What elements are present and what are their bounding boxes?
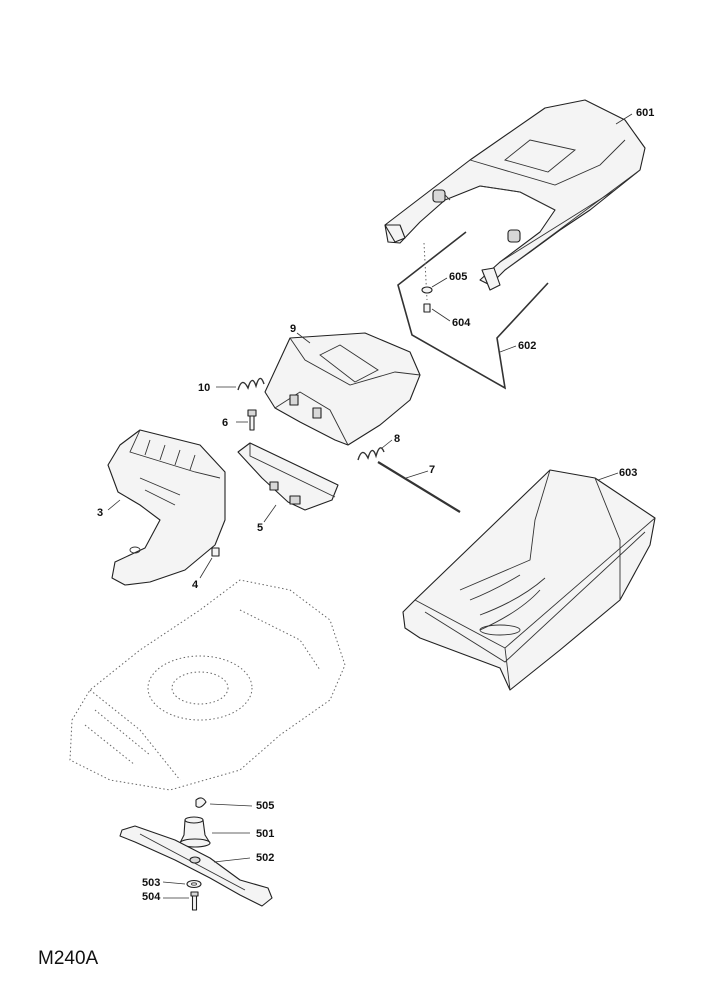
part-4-screw xyxy=(211,547,220,557)
part-601-grassbox-cover xyxy=(384,99,646,291)
callout-604: 604 xyxy=(452,317,471,329)
part-501-blade-adapter xyxy=(179,816,211,848)
callout-5: 5 xyxy=(257,522,263,534)
part-5-bracket xyxy=(237,442,339,511)
part-6-bolt xyxy=(247,409,257,431)
callout-8: 8 xyxy=(394,433,400,445)
callout-603: 603 xyxy=(619,467,637,479)
callout-10: 10 xyxy=(198,382,210,394)
part-504-bolt xyxy=(190,891,199,911)
part-3-rear-guard xyxy=(107,429,226,586)
callout-7: 7 xyxy=(429,464,435,476)
part-604-screw xyxy=(423,303,431,313)
part-505-key xyxy=(195,797,207,808)
part-602-wire-frame xyxy=(397,231,549,390)
part-10-spring xyxy=(237,377,265,391)
part-9-deflector-housing xyxy=(264,332,421,446)
callout-605: 605 xyxy=(449,271,467,283)
part-605-washer xyxy=(421,286,433,294)
part-503-washer xyxy=(186,879,202,889)
callout-505: 505 xyxy=(256,800,274,812)
part-8-spring xyxy=(357,447,385,461)
callout-601: 601 xyxy=(636,107,654,119)
callout-9: 9 xyxy=(290,323,296,335)
callout-4: 4 xyxy=(192,579,199,591)
mower-deck-phantom xyxy=(69,579,346,791)
callout-502: 502 xyxy=(256,852,274,864)
callout-504: 504 xyxy=(142,891,161,903)
figure-code: M240A xyxy=(38,948,99,969)
callout-3: 3 xyxy=(97,507,103,519)
callout-602: 602 xyxy=(518,340,536,352)
callout-6: 6 xyxy=(222,417,228,429)
part-603-grassbox-basket xyxy=(402,469,656,691)
callout-501: 501 xyxy=(256,828,274,840)
part-7-rod xyxy=(377,461,461,513)
part-502-blade xyxy=(119,825,273,907)
callout-503: 503 xyxy=(142,877,160,889)
